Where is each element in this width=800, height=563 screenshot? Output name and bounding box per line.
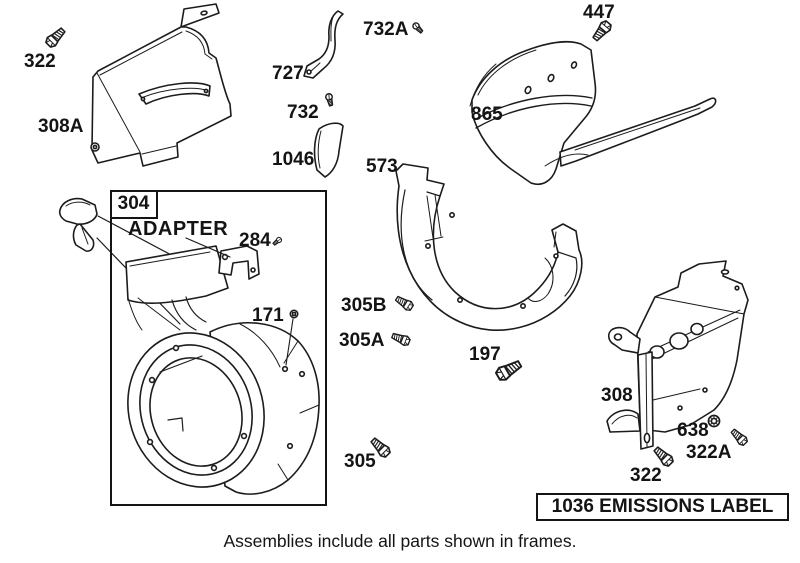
assembly-304-frame: 304 [109, 189, 327, 506]
part-308-drawing [606, 260, 749, 450]
part-label-865: 865 [471, 104, 503, 125]
part-label-171: 171 [252, 305, 284, 326]
part-573-drawing [395, 163, 583, 331]
part-label-727: 727 [272, 63, 304, 84]
part-label-322-top: 322 [24, 51, 56, 72]
bolt-305a-icon [390, 330, 412, 348]
part-label-308: 308 [601, 385, 633, 406]
part-label-322-bottom: 322 [630, 465, 662, 486]
part-label-284: 284 [239, 230, 271, 251]
washer-638-icon [707, 414, 721, 428]
part-label-305: 305 [344, 451, 376, 472]
assembly-304-drawing [58, 197, 320, 495]
part-label-322a: 322A [686, 442, 732, 463]
emissions-label-frame: 1036 EMISSIONS LABEL [536, 493, 789, 521]
part-label-305b: 305B [341, 295, 387, 316]
part-label-638: 638 [677, 420, 709, 441]
part-label-197: 197 [469, 344, 501, 365]
screw-732a-icon [411, 21, 425, 35]
bolt-305b-icon [393, 293, 416, 313]
part-label-305a: 305A [339, 330, 385, 351]
screw-732-icon [324, 92, 336, 107]
part-865-drawing [469, 41, 717, 185]
bolt-322-top-icon [43, 25, 68, 50]
part-label-573: 573 [366, 156, 398, 177]
assembly-304-badge: 304 [109, 189, 158, 219]
part-label-1046: 1046 [272, 149, 315, 170]
part-label-308a: 308A [38, 116, 84, 137]
part-1046-drawing [313, 122, 344, 178]
part-label-732a: 732A [363, 19, 409, 40]
adapter-callout-label: ADAPTER [128, 218, 229, 240]
diagram-caption: Assemblies include all parts shown in fr… [223, 531, 577, 551]
bolt-322a-icon [728, 426, 750, 448]
part-label-732: 732 [287, 102, 319, 123]
part-308a-drawing [90, 3, 232, 167]
part-label-447: 447 [583, 2, 615, 23]
part-727-drawing [303, 10, 344, 79]
